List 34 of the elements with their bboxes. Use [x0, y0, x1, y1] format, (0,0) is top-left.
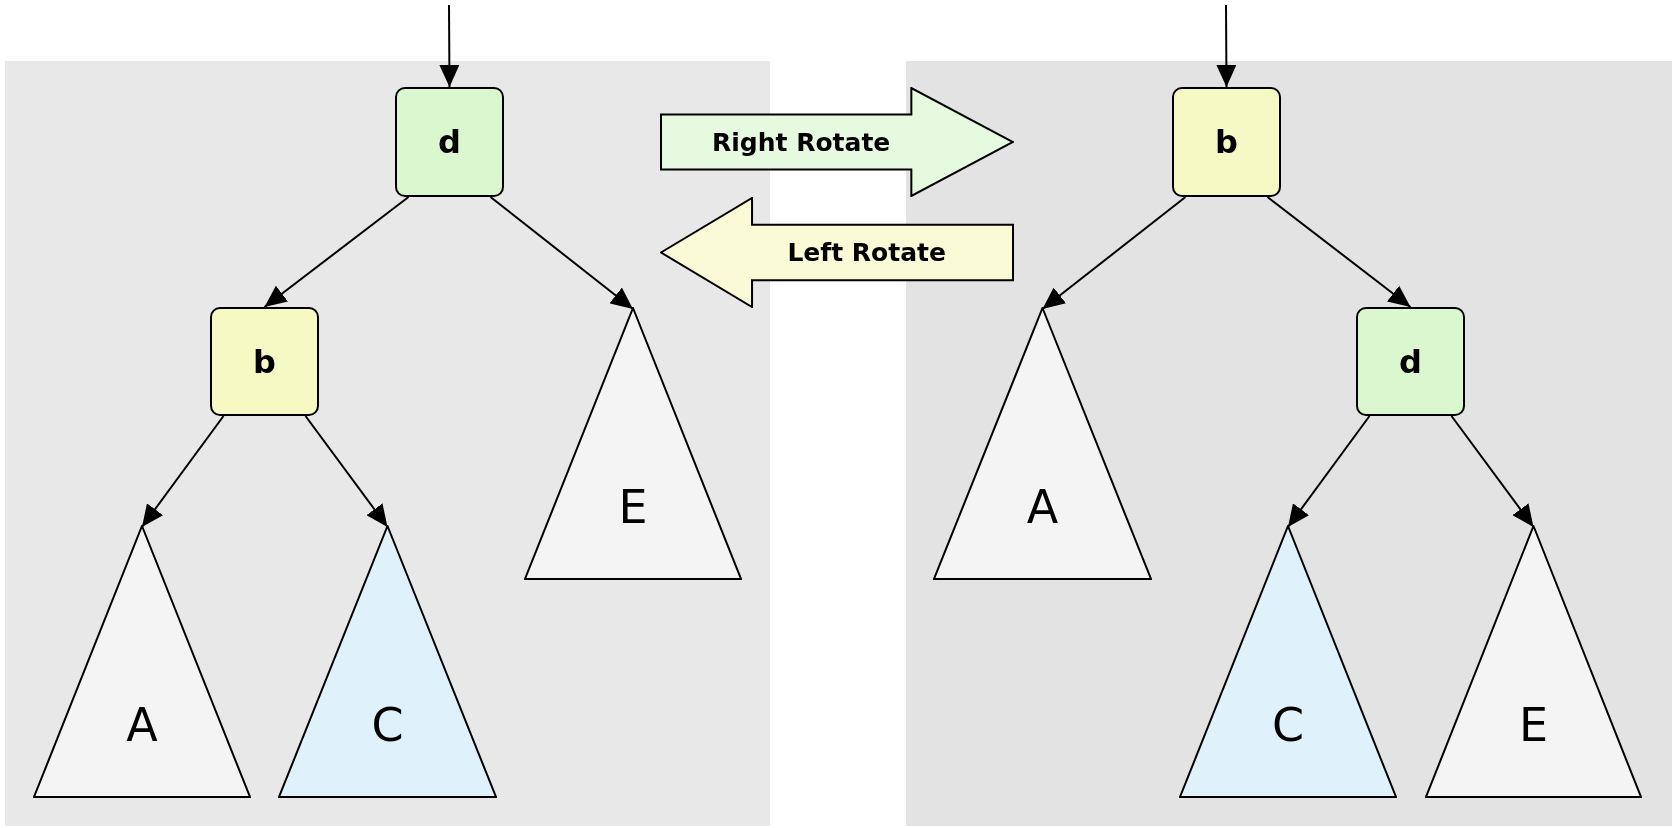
arrow: [263, 196, 410, 308]
arrow: [1287, 415, 1371, 528]
node-label: b: [1215, 126, 1238, 158]
tree-node: [210, 307, 319, 416]
arrow: [489, 196, 634, 310]
subtree-triangle: [1179, 525, 1397, 798]
subtree-triangle: [524, 307, 742, 580]
subtree-triangle: [33, 525, 251, 798]
node-label: b: [253, 345, 276, 378]
node-label: E: [1518, 702, 1549, 748]
subtree-triangle: [278, 525, 497, 798]
node-label: d: [1399, 345, 1422, 378]
node-label: C: [1271, 702, 1305, 748]
block-arrow: [660, 197, 1014, 308]
node-label: Right Rotate: [712, 129, 891, 155]
arrow: [1216, 4, 1237, 88]
arrow: [1041, 196, 1187, 310]
tree-node: [395, 87, 504, 197]
subtree-triangle: [1425, 525, 1642, 798]
block-arrow: [660, 87, 1014, 197]
node-label: C: [371, 702, 404, 748]
node-label: Left Rotate: [787, 240, 946, 265]
node-label: E: [618, 484, 648, 530]
node-label: A: [126, 702, 158, 748]
arrow: [439, 4, 460, 88]
arrow: [1450, 415, 1535, 528]
subtree-triangle: [933, 307, 1152, 580]
arrow: [304, 415, 389, 528]
node-label: A: [1026, 484, 1059, 530]
arrow: [1266, 196, 1412, 308]
node-label: d: [438, 126, 461, 158]
tree-node: [1356, 307, 1465, 416]
arrow: [141, 415, 225, 528]
tree-node: [1172, 87, 1281, 197]
